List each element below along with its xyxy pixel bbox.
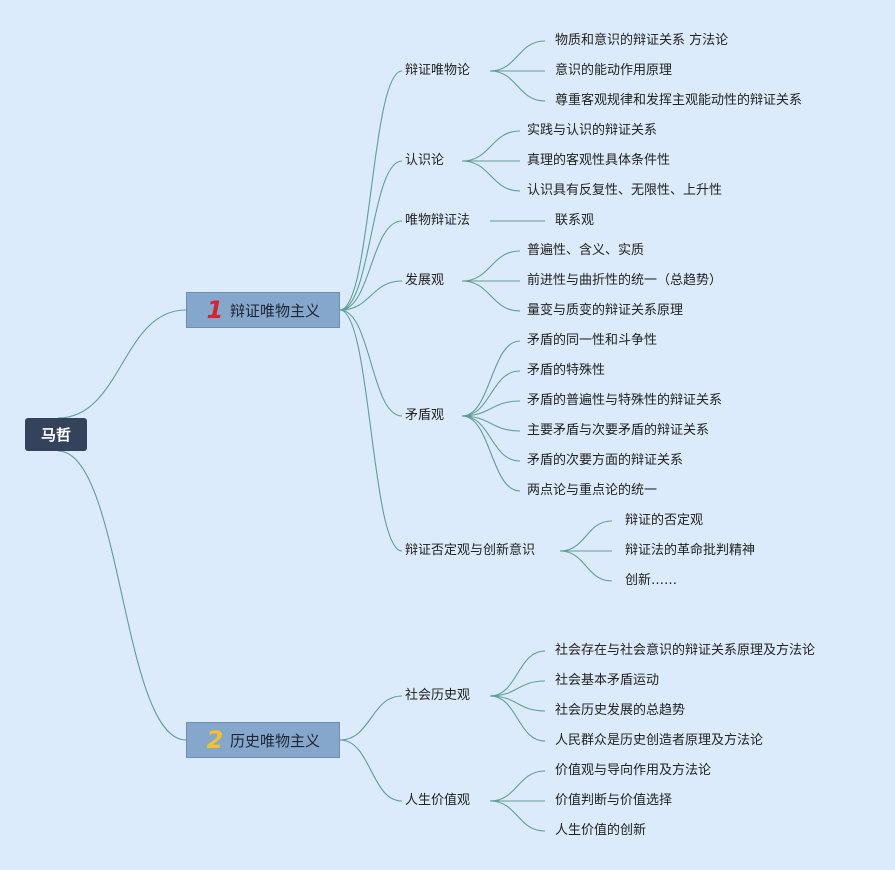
connector-topic-leaf [461, 250, 521, 282]
root-node[interactable]: 马哲 [25, 418, 87, 451]
connector-branch1-topic [339, 309, 403, 417]
connector-branch1-topic [339, 280, 403, 311]
leaf-item[interactable]: 实践与认识的辩证关系 [527, 123, 658, 138]
connector-root-branch1 [57, 309, 187, 419]
connector-topic-leaf [489, 695, 546, 742]
topic-materialist-dialectics[interactable]: 唯物辩证法 [405, 213, 471, 228]
leaf-item[interactable]: 创新…… [625, 573, 678, 588]
connector-topic-leaf [489, 680, 546, 697]
leaf-item[interactable]: 辩证的否定观 [625, 513, 704, 528]
leaf-item[interactable]: 价值判断与价值选择 [555, 793, 673, 808]
connector-root-branch2 [57, 450, 187, 741]
leaf-item[interactable]: 联系观 [555, 213, 595, 228]
connector-topic-leaf [489, 40, 546, 72]
connector-topic-leaf [489, 770, 546, 802]
leaf-item[interactable]: 意识的能动作用原理 [555, 63, 673, 78]
connector-topic-leaf [559, 520, 613, 552]
branch-label: 辩证唯物主义 [230, 301, 321, 320]
leaf-item[interactable]: 矛盾的次要方面的辩证关系 [527, 453, 684, 468]
connector-topic-leaf [461, 370, 521, 417]
connector-topic-leaf [489, 695, 546, 712]
topic-life-value-view[interactable]: 人生价值观 [405, 793, 471, 808]
connector-branch1-topic [339, 309, 403, 552]
connector-branch2-topic [339, 695, 403, 741]
connector-topic-leaf [461, 415, 521, 492]
leaf-item[interactable]: 矛盾的同一性和斗争性 [527, 333, 658, 348]
leaf-item[interactable]: 量变与质变的辩证关系原理 [527, 303, 684, 318]
connector-topic-leaf [489, 650, 546, 697]
topic-development-view[interactable]: 发展观 [405, 273, 445, 288]
leaf-item[interactable]: 辩证法的革命批判精神 [625, 543, 756, 558]
leaf-item[interactable]: 认识具有反复性、无限性、上升性 [527, 183, 723, 198]
connector-branch1-topic [339, 70, 403, 311]
leaf-item[interactable]: 社会历史发展的总趋势 [555, 703, 686, 718]
connector-topic-leaf [559, 550, 613, 582]
connector-topic-leaf [461, 340, 521, 417]
connector-topic-leaf [461, 415, 521, 432]
topic-dialectical-materialism-theory[interactable]: 辩证唯物论 [405, 63, 471, 78]
branch-label: 历史唯物主义 [230, 731, 321, 750]
root-label: 马哲 [40, 426, 71, 444]
topic-contradiction-view[interactable]: 矛盾观 [405, 408, 445, 423]
topic-social-history-view[interactable]: 社会历史观 [405, 688, 471, 703]
branch-number-1: 1 [206, 296, 224, 324]
leaf-item[interactable]: 矛盾的普遍性与特殊性的辩证关系 [527, 393, 723, 408]
connector-topic-leaf [461, 130, 521, 162]
connector-topic-leaf [461, 400, 521, 417]
connector-branch1-topic [339, 160, 403, 311]
connector-topic-leaf [461, 415, 521, 462]
leaf-item[interactable]: 普遍性、含义、实质 [527, 243, 645, 258]
leaf-item[interactable]: 前进性与曲折性的统一（总趋势） [527, 273, 723, 288]
leaf-item[interactable]: 人生价值的创新 [555, 823, 647, 838]
connector-topic-leaf [461, 280, 521, 312]
topic-dialectical-negation[interactable]: 辩证否定观与创新意识 [405, 543, 536, 558]
leaf-item[interactable]: 社会基本矛盾运动 [555, 673, 660, 688]
connector-topic-leaf [461, 160, 521, 192]
leaf-item[interactable]: 物质和意识的辩证关系 方法论 [555, 33, 729, 48]
connector-topic-leaf [489, 800, 546, 832]
leaf-item[interactable]: 尊重客观规律和发挥主观能动性的辩证关系 [555, 93, 803, 108]
leaf-item[interactable]: 矛盾的特殊性 [527, 363, 606, 378]
branch-dialectical-materialism[interactable]: 1 辩证唯物主义 [186, 292, 340, 328]
leaf-item[interactable]: 人民群众是历史创造者原理及方法论 [555, 733, 764, 748]
branch-number-2: 2 [206, 726, 224, 754]
leaf-item[interactable]: 真理的客观性具体条件性 [527, 153, 671, 168]
connector-branch2-topic [339, 739, 403, 802]
connector-branch1-topic [339, 220, 403, 311]
leaf-item[interactable]: 社会存在与社会意识的辩证关系原理及方法论 [555, 643, 816, 658]
branch-historical-materialism[interactable]: 2 历史唯物主义 [186, 722, 340, 758]
leaf-item[interactable]: 主要矛盾与次要矛盾的辩证关系 [527, 423, 710, 438]
connector-topic-leaf [489, 70, 546, 102]
leaf-item[interactable]: 价值观与导向作用及方法论 [555, 763, 712, 778]
leaf-item[interactable]: 两点论与重点论的统一 [527, 483, 658, 498]
topic-epistemology[interactable]: 认识论 [405, 153, 445, 168]
